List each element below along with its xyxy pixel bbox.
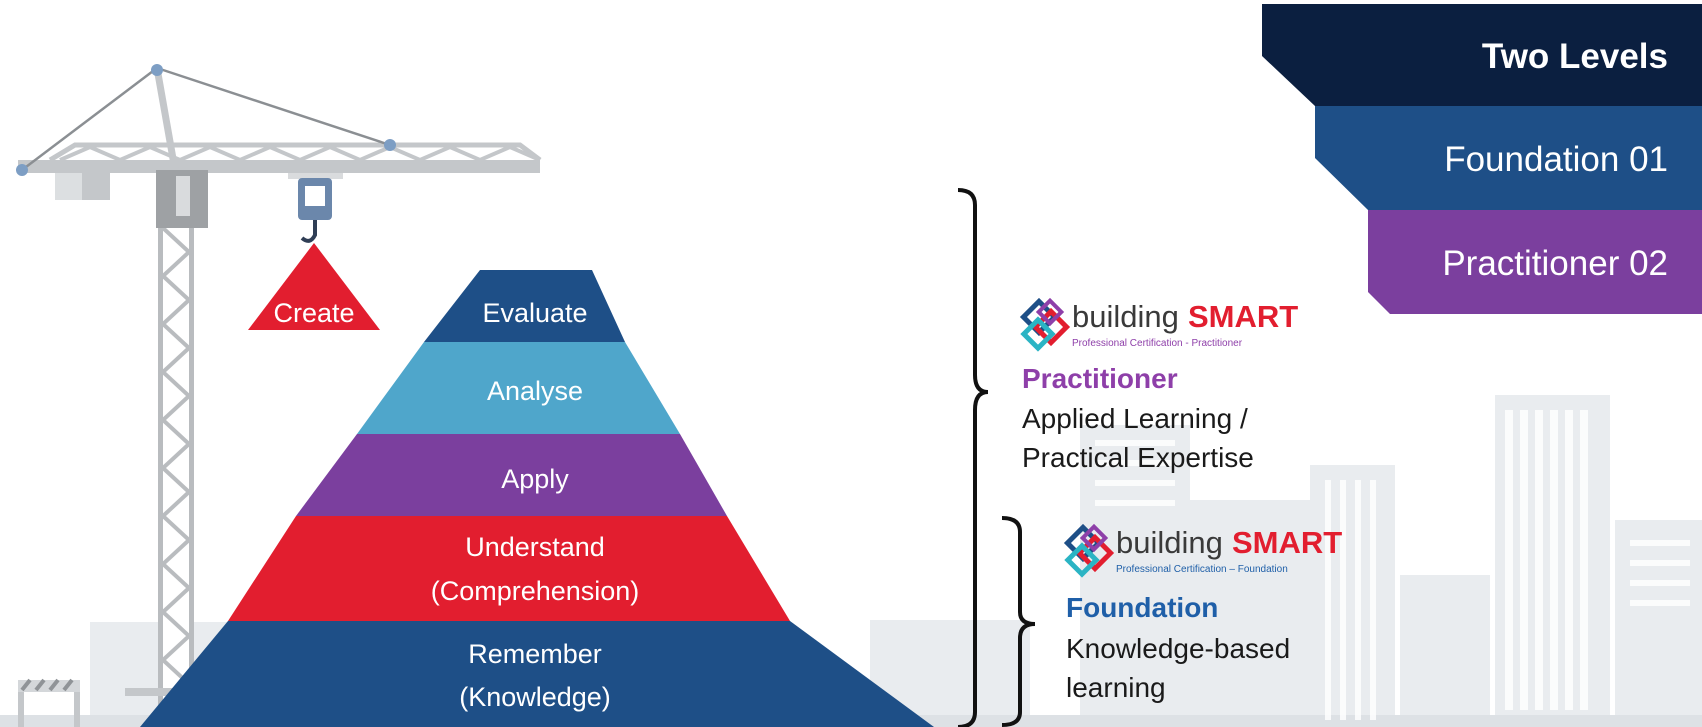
buildingsmart-icon (1063, 523, 1115, 578)
pyramid-tier-evaluate (424, 270, 625, 342)
pyramid-tier-understand (228, 516, 790, 621)
brand-name: SMART (1188, 299, 1298, 334)
create-block (248, 243, 380, 330)
practitioner-desc-line2: Practical Expertise (1022, 442, 1254, 473)
tier-evaluate-label: Evaluate (482, 298, 587, 328)
tier-understand-sublabel: (Comprehension) (431, 576, 640, 606)
buildingsmart-practitioner-logo: building SMART . Professional Certificat… (1019, 297, 1298, 352)
levels-item-foundation: Foundation 01 (1444, 140, 1668, 179)
levels-panel (1262, 4, 1702, 314)
foundation-brace (1001, 516, 1036, 727)
tier-remember-label: Remember (468, 639, 602, 669)
foundation-desc-line1: Knowledge-based (1066, 633, 1291, 664)
foundation-desc-line2: learning (1066, 672, 1166, 703)
pyramid-tier-analyse (357, 342, 680, 434)
levels-tab-foundation (1315, 106, 1702, 210)
brand-prefix: building (1072, 299, 1179, 334)
pyramid-tier-remember (140, 621, 934, 727)
tier-understand-label: Understand (465, 532, 605, 562)
levels-item-practitioner: Practitioner 02 (1442, 244, 1668, 283)
tier-remember-sublabel: (Knowledge) (459, 682, 611, 712)
create-label: Create (273, 298, 354, 328)
practitioner-desc-line1: Applied Learning / (1022, 403, 1248, 434)
levels-tab-title (1262, 4, 1702, 106)
brand-name: SMART (1232, 525, 1342, 560)
buildingsmart-icon (1019, 297, 1071, 352)
pyramid (140, 270, 934, 727)
practitioner-brace (957, 188, 989, 727)
tier-analyse-label: Analyse (487, 376, 583, 406)
brand-mark: . (1319, 540, 1323, 556)
brand-subtitle: Professional Certification – Foundation (1116, 564, 1288, 575)
buildingsmart-foundation-logo: building SMART . Professional Certificat… (1063, 523, 1342, 578)
levels-title: Two Levels (1481, 37, 1668, 76)
skyline-windows (1095, 410, 1690, 720)
levels-tab-practitioner (1368, 210, 1702, 314)
brand-prefix: building (1116, 525, 1223, 560)
tier-apply-label: Apply (501, 464, 569, 494)
crane-illustration (16, 64, 542, 727)
pyramid-tier-apply (296, 434, 727, 516)
brand-subtitle: Professional Certification - Practitione… (1072, 338, 1243, 349)
foundation-title: Foundation (1066, 592, 1219, 623)
practitioner-title: Practitioner (1022, 363, 1178, 394)
brand-mark: . (1275, 314, 1279, 330)
